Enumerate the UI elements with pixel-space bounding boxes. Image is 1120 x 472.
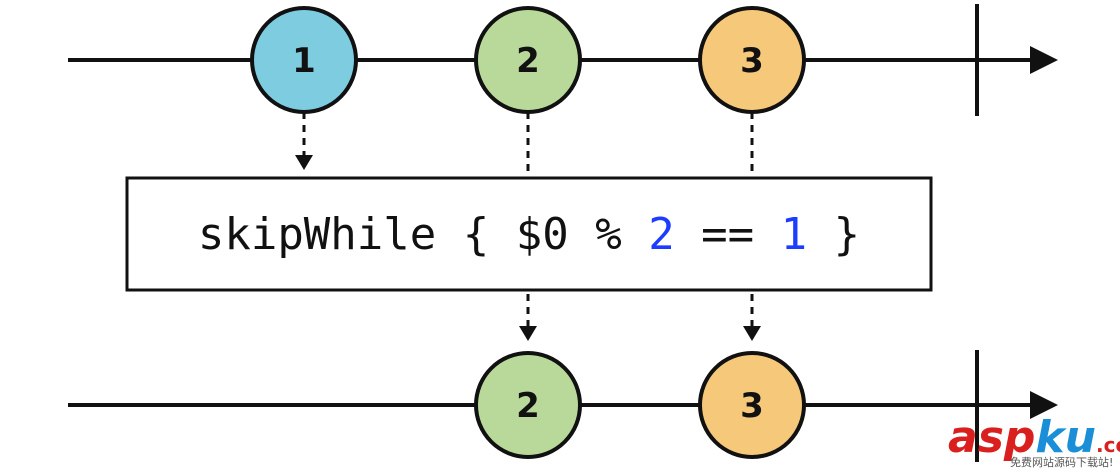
input-marbles: 1 2 3 [250,6,806,114]
output-marble-1-label: 2 [516,386,540,426]
connector-operator-to-3-arrowhead [743,326,761,341]
input-marble-2: 2 [474,6,582,114]
input-marble-2-circle [474,6,582,114]
operator-expression: skipWhile { $0 % 2 == 1 } [198,209,860,260]
operator-part-5: } [807,209,860,260]
connector-operator-to-2-arrowhead [519,326,537,341]
input-marble-1-circle [250,6,358,114]
input-marble-3: 3 [698,6,806,114]
input-marble-3-label: 3 [740,41,764,81]
output-marble-1-circle [474,351,582,459]
output-marble-2-circle [698,351,806,459]
input-marble-2-label: 2 [516,41,540,81]
operator-part-4: 1 [781,209,808,260]
input-marble-1-label: 1 [292,41,316,81]
operator-part-3: == [675,209,781,260]
connector-1-arrowhead [295,155,313,170]
output-marble-1: 2 [474,351,582,459]
operator-part-1: skipWhile { $0 % [198,209,648,260]
input-connectors [295,112,754,176]
output-timeline-arrowhead [1030,391,1058,419]
input-marble-3-circle [698,6,806,114]
watermark-asp: asp [948,412,1035,463]
input-timeline-arrowhead [1030,46,1058,74]
output-connectors [519,294,761,341]
operator-box: skipWhile { $0 % 2 == 1 } [125,176,933,292]
operator-part-2: 2 [648,209,675,260]
output-marble-2: 3 [698,351,806,459]
watermark-subtitle: 免费网站源码下载站! [1010,455,1113,469]
watermark-com: .com [1096,433,1120,457]
output-marble-2-label: 3 [740,386,764,426]
watermark-ku: ku [1035,412,1096,463]
input-marble-1: 1 [250,6,358,114]
svg-text:aspku.com: aspku.com [948,412,1120,463]
watermark-logo: aspku.com 免费网站源码下载站! [948,412,1120,469]
